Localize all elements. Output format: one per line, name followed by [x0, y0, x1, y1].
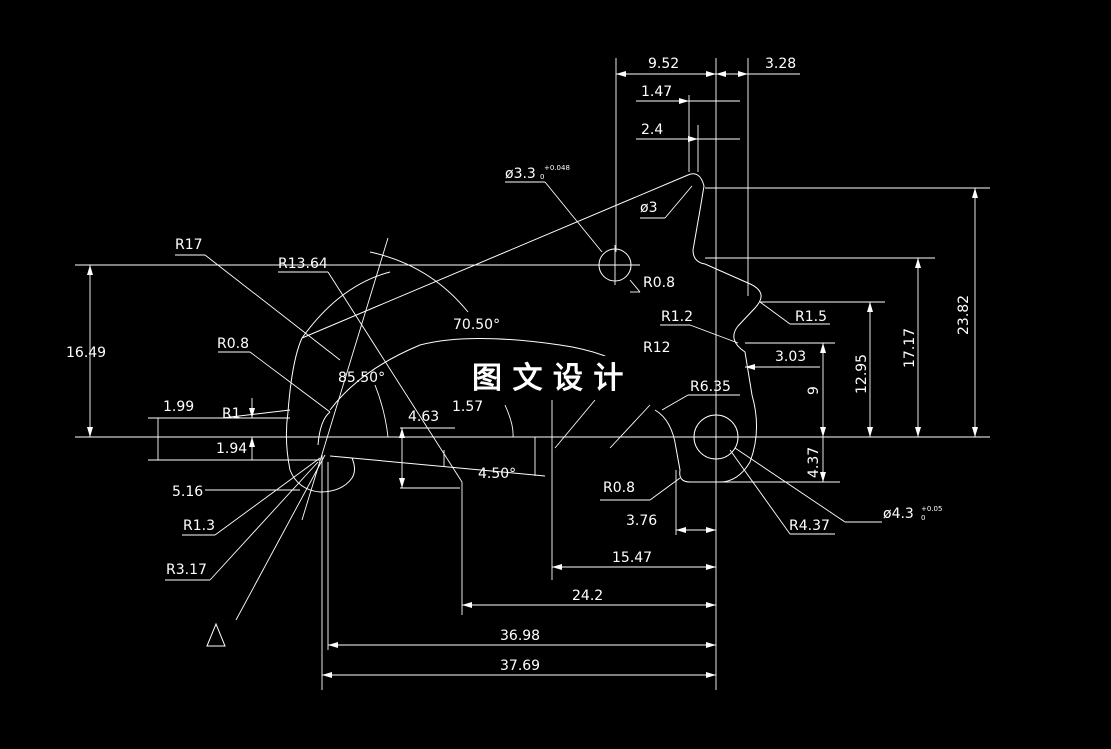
- dim-3-76: 3.76: [626, 513, 657, 529]
- dim-r4-37: R4.37: [789, 518, 830, 534]
- dim-4-37: 4.37: [806, 447, 822, 478]
- watermark-background: [466, 356, 658, 398]
- view-label-a: A: [210, 640, 211, 643]
- dim-16-49: 16.49: [66, 345, 106, 361]
- dim-37-69: 37.69: [500, 658, 540, 674]
- dim-36-98: 36.98: [500, 628, 540, 644]
- dim-phi-3: ø3: [640, 200, 657, 216]
- large-hole: [693, 414, 739, 460]
- dim-hole-small-tol0: 0: [540, 173, 544, 181]
- dim-17-17: 17.17: [902, 328, 918, 368]
- dim-1-57: 1.57: [452, 399, 483, 415]
- dim-5-16: 5.16: [172, 484, 203, 500]
- dim-12-95: 12.95: [854, 354, 870, 394]
- dim-hole-small-tol: +0.048: [544, 164, 570, 172]
- dim-24-2: 24.2: [572, 588, 603, 604]
- dim-angle-85-50: 85.50°: [338, 370, 385, 386]
- dim-r12: R12: [643, 340, 671, 356]
- dim-r1-3: R1.3: [183, 518, 215, 534]
- dim-r13-64: R13.64: [278, 256, 328, 272]
- dim-angle-70-50: 70.50°: [453, 317, 500, 333]
- watermark: 图 文 设 计: [472, 361, 623, 396]
- dim-r0-8-left: R0.8: [217, 336, 249, 352]
- dim-2-4: 2.4: [641, 122, 663, 138]
- dim-r1: R1: [222, 406, 241, 422]
- dim-angle-4-50: 4.50°: [478, 466, 516, 482]
- dim-r1-2: R1.2: [661, 309, 693, 325]
- dim-23-82: 23.82: [956, 295, 972, 335]
- part-outline: [285, 173, 762, 493]
- dim-9: 9: [806, 386, 822, 395]
- dim-r0-8-top: R0.8: [643, 275, 675, 291]
- dim-hole-large-tol0: 0: [921, 514, 925, 522]
- dim-r17: R17: [175, 237, 203, 253]
- dim-hole-large: ø4.3: [883, 506, 914, 522]
- dim-r1-5: R1.5: [795, 309, 827, 325]
- dim-9-52: 9.52: [648, 56, 679, 72]
- dim-r3-17: R3.17: [166, 562, 207, 578]
- dim-hole-small: ø3.3: [505, 166, 536, 182]
- dim-r6-35: R6.35: [690, 379, 731, 395]
- dim-r0-8-bottom: R0.8: [603, 480, 635, 496]
- dim-hole-large-tol: +0.05: [921, 505, 942, 513]
- dim-3-03: 3.03: [775, 349, 806, 365]
- view-marker-triangle: [206, 622, 226, 647]
- dim-1-99: 1.99: [163, 399, 194, 415]
- dim-15-47: 15.47: [612, 550, 652, 566]
- dim-1-94: 1.94: [216, 441, 247, 457]
- dim-4-63: 4.63: [408, 409, 439, 425]
- dim-1-47: 1.47: [641, 84, 672, 100]
- dim-3-28: 3.28: [765, 56, 796, 72]
